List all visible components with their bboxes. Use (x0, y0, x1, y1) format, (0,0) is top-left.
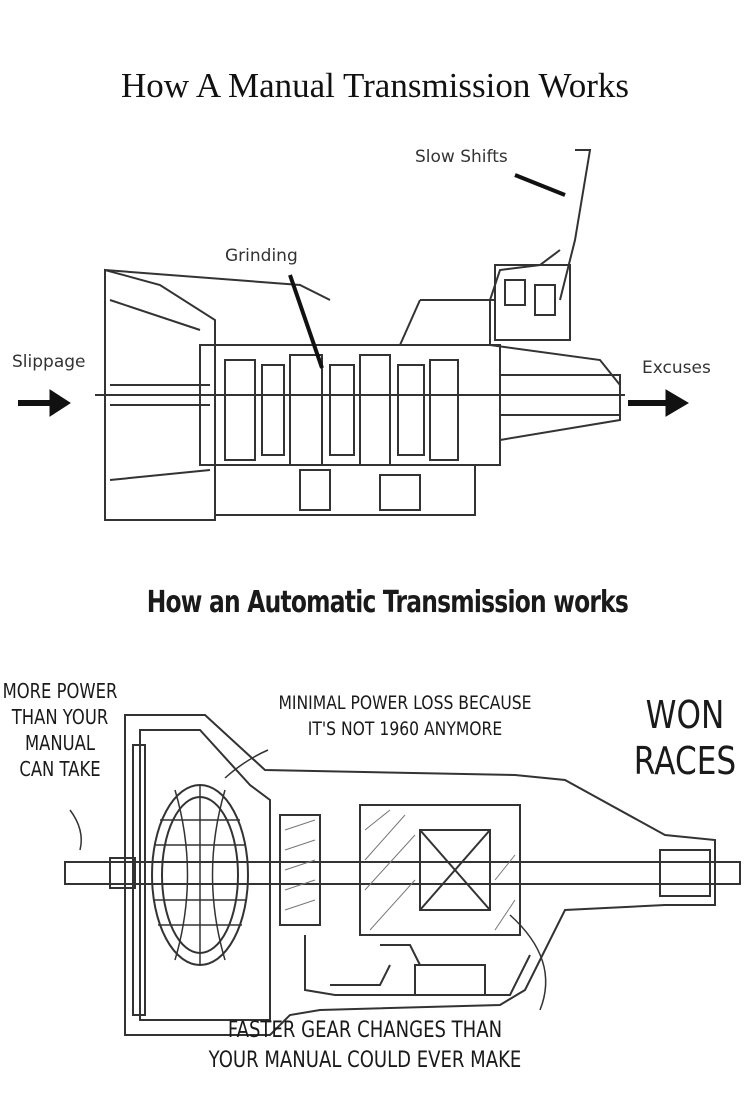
input-arrow-icon (49, 389, 71, 417)
grinding-pointer (288, 274, 324, 369)
gear-stack (224, 354, 459, 511)
label-slippage: Slippage (12, 352, 86, 372)
label-minimal-loss: MINIMAL POWER LOSS BECAUSE IT'S NOT 1960… (270, 690, 541, 742)
automatic-housing (124, 714, 716, 1036)
label-won-races: WON RACES (628, 692, 743, 784)
label-line: RACES (633, 739, 737, 783)
label-line: YOUR MANUAL COULD EVER MAKE (208, 1048, 522, 1073)
shift-lever (559, 149, 592, 301)
more-power-pointer (69, 809, 82, 851)
label-excuses: Excuses (642, 358, 711, 378)
label-line: MINIMAL POWER LOSS BECAUSE (278, 692, 532, 714)
label-grinding: Grinding (225, 246, 298, 266)
label-line: FASTER GEAR CHANGES THAN (227, 1018, 503, 1043)
minimal-loss-pointer (224, 749, 269, 779)
slow-shifts-pointer (514, 173, 566, 197)
automatic-title: How an Automatic Transmission works (146, 585, 629, 620)
label-line: THAN YOUR (11, 705, 109, 729)
clutch-pack (279, 814, 321, 926)
output-arrow-icon (665, 389, 689, 417)
label-line: CAN TAKE (19, 757, 101, 781)
valve-body (304, 935, 531, 996)
label-faster-gears: FASTER GEAR CHANGES THAN YOUR MANUAL COU… (197, 1016, 533, 1076)
label-line: MORE POWER (2, 679, 118, 703)
label-more-power: MORE POWER THAN YOUR MANUAL CAN TAKE (0, 678, 134, 782)
faster-gears-pointer (509, 914, 547, 1011)
output-shaft (64, 861, 741, 885)
planetary-set (359, 804, 521, 936)
label-line: WON (645, 693, 725, 737)
manual-title: How A Manual Transmission Works (121, 66, 629, 105)
label-slow-shifts: Slow Shifts (415, 147, 508, 167)
bell-housing (104, 268, 216, 521)
label-line: MANUAL (24, 731, 96, 755)
label-line: IT'S NOT 1960 ANYMORE (307, 718, 503, 740)
